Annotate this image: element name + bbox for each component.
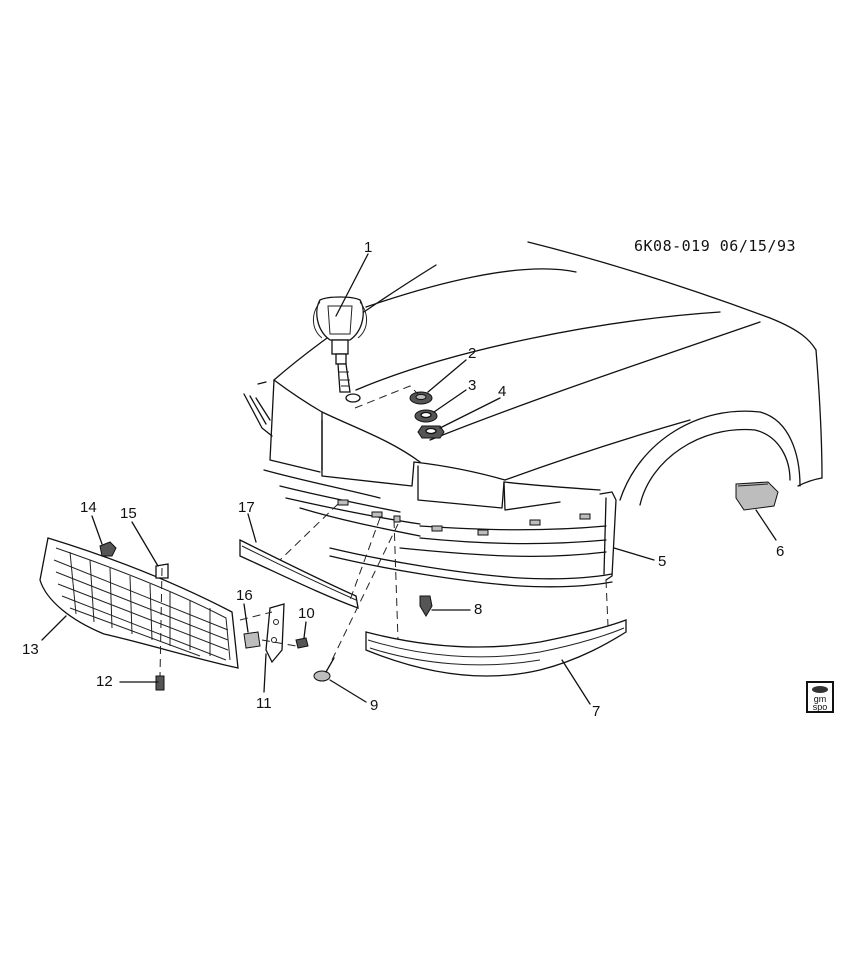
callout-15: 15 — [120, 505, 137, 522]
callout-13: 13 — [22, 641, 39, 658]
screw-10 — [295, 637, 309, 649]
drawing-reference: 6K08-019 06/15/93 — [634, 237, 797, 255]
callout-17: 17 — [238, 499, 255, 516]
callout-11: 11 — [256, 695, 272, 712]
callout-7: 7 — [592, 703, 600, 720]
assembly-dash-lines — [159, 503, 609, 677]
callout-3: 3 — [468, 377, 476, 394]
gm-spo-badge: gm spo — [806, 681, 834, 713]
callout-2: 2 — [468, 345, 476, 362]
filler-strip-upper — [239, 538, 359, 609]
callout-12: 12 — [96, 673, 113, 690]
callout-labels: 1 2 3 4 5 6 7 8 9 10 11 12 13 14 15 16 1… — [22, 239, 784, 720]
callout-1: 1 — [364, 239, 372, 256]
nut-14 — [99, 541, 117, 557]
push-pin-8 — [419, 595, 433, 617]
ornament-leader-dash — [354, 385, 419, 409]
leader-lines — [41, 253, 777, 705]
badge-line-1: gm — [813, 694, 827, 704]
callout-5: 5 — [658, 553, 666, 570]
hood-body-outline — [243, 241, 823, 588]
callout-14: 14 — [80, 499, 97, 516]
callout-9: 9 — [370, 697, 378, 714]
gm-logo-oval-icon — [812, 686, 828, 693]
callout-6: 6 — [776, 543, 784, 560]
badge-line-2: spo — [812, 702, 828, 712]
bolt-12 — [155, 675, 165, 691]
callout-16: 16 — [236, 587, 253, 604]
callout-4: 4 — [498, 383, 506, 400]
screw-9 — [313, 657, 335, 682]
bracket-11 — [265, 603, 285, 664]
lower-spoiler — [365, 619, 627, 677]
fender-extension — [735, 481, 779, 511]
hood-ornament — [313, 296, 367, 403]
retainer-16 — [243, 631, 261, 649]
callout-10: 10 — [298, 605, 315, 622]
grille — [39, 537, 239, 669]
callout-8: 8 — [474, 601, 482, 618]
washers-and-nut — [409, 391, 445, 439]
